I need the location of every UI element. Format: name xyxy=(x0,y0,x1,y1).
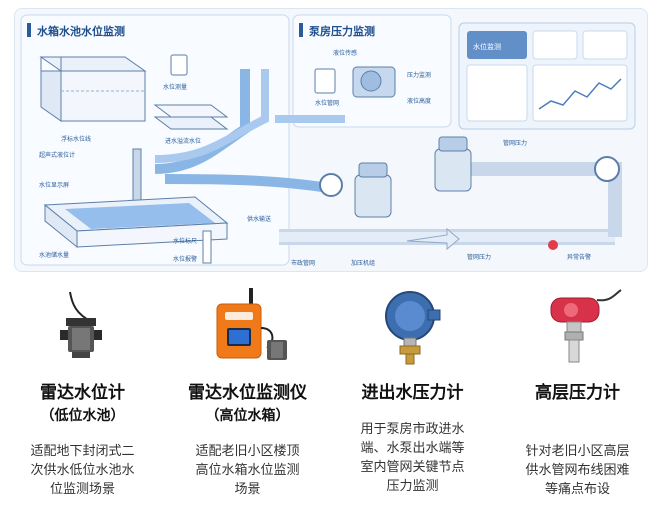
label-pressure-monitor: 压力监测 xyxy=(407,71,431,79)
desc-line: 端、水泵出水端等 xyxy=(360,441,465,456)
label-water-supply: 供水输送 xyxy=(247,215,271,223)
product-card-radar-low: 雷达水位计 （低位水池） 适配地下封闭式二 次供水低位水池水 位监测场景 xyxy=(0,282,165,525)
plate-1 xyxy=(153,104,229,118)
desc-line: 针对老旧小区高层 xyxy=(525,444,630,459)
product-description: 针对老旧小区高层 供水管网布线困难 等痛点布设 xyxy=(505,442,650,499)
system-diagram: 水箱水池水位监测 泵房压力监测 水位监测 浮标水位线 进水溢流水位 水位测量 超… xyxy=(14,8,648,272)
product-name: 雷达水位计 xyxy=(40,383,125,403)
level-scale xyxy=(202,230,212,264)
diagram-svg: 水箱水池水位监测 泵房压力监测 水位监测 浮标水位线 进水溢流水位 水位测量 超… xyxy=(20,14,636,267)
pipe-bundle-2 xyxy=(154,69,269,163)
label-inflow-level: 进水溢流水位 xyxy=(165,137,201,145)
label-tank-level: 液位高度 xyxy=(407,97,431,105)
gauge-left xyxy=(319,173,343,197)
desc-line: 等痛点布设 xyxy=(544,482,610,497)
pipe-bundle-3 xyxy=(164,174,336,194)
label-abnormal-alarm: 异常告警 xyxy=(567,253,591,261)
desc-line: 次供水低位水池水 xyxy=(30,463,135,478)
dashboard-list xyxy=(466,64,528,122)
desc-line: 适配地下封闭式二 xyxy=(30,444,135,459)
dashboard-widget-1 xyxy=(532,30,578,60)
desc-line: 供水管网布线困难 xyxy=(525,463,630,478)
product-card-pressure-gauge: 进出水压力计 用于泵房市政进水 端、水泵出水端等 室内管网关键节点 压力监测 xyxy=(330,282,495,525)
desc-line: 室内管网关键节点 xyxy=(360,460,465,475)
label-municipal-pipe: 市政管网 xyxy=(291,259,315,267)
product-subtitle: （高位水箱） xyxy=(205,408,290,424)
left-panel-title: 水箱水池水位监测 xyxy=(37,24,125,38)
dashboard-line xyxy=(538,78,622,110)
meter-icon xyxy=(170,54,188,76)
label-pipe-pressure: 管网压力 xyxy=(503,139,527,147)
desc-line: 压力监测 xyxy=(386,479,439,494)
right-pump-motor xyxy=(360,70,382,92)
desc-line: 高位水箱水位监测 xyxy=(195,463,300,478)
label-water-pipe: 水位管网 xyxy=(315,99,339,107)
pump-1 xyxy=(354,174,392,218)
product-description: 用于泵房市政进水 端、水泵出水端等 室内管网关键节点 压力监测 xyxy=(340,420,485,496)
desc-line: 场景 xyxy=(234,482,261,497)
left-title-bar xyxy=(27,23,31,37)
product-description: 适配老旧小区楼顶 高位水箱水位监测 场景 xyxy=(175,442,320,499)
product-list: 雷达水位计 （低位水池） 适配地下封闭式二 次供水低位水池水 位监测场景 雷达水… xyxy=(0,282,660,525)
dashboard-widget-2 xyxy=(582,30,628,60)
desc-line: 用于泵房市政进水 xyxy=(360,422,465,437)
right-panel-title: 泵房压力监测 xyxy=(309,24,375,38)
product-name: 雷达水位监测仪 xyxy=(188,383,307,403)
product-card-highrise-gauge: 高层压力计 针对老旧小区高层 供水管网布线困难 等痛点布设 xyxy=(495,282,660,525)
dashboard-card xyxy=(467,31,527,59)
pump-2-head xyxy=(438,136,468,152)
alarm-dot xyxy=(548,240,558,250)
product-subtitle: （低位水池） xyxy=(40,408,125,424)
label-level-display: 水位显示屏 xyxy=(39,181,69,189)
dashboard-title: 水位监测 xyxy=(473,42,501,51)
product-name: 高层压力计 xyxy=(535,383,620,403)
radar-monitor-icon xyxy=(216,288,287,360)
label-network-pressure: 管网压力 xyxy=(467,253,491,261)
pool-water xyxy=(65,203,215,229)
label-ultrasonic: 超声式液位计 xyxy=(39,151,75,159)
product-name: 进出水压力计 xyxy=(361,383,464,403)
tank-front xyxy=(60,70,146,122)
right-device-1 xyxy=(314,68,336,94)
product-description: 适配地下封闭式二 次供水低位水池水 位监测场景 xyxy=(10,442,155,499)
plate-2 xyxy=(153,116,229,130)
label-level-alarm: 水位报警 xyxy=(173,255,197,263)
flow-arrow xyxy=(406,227,460,251)
label-level-scale: 水位标尺 xyxy=(173,237,197,245)
product-card-radar-high: 雷达水位监测仪 （高位水箱） 适配老旧小区楼顶 高位水箱水位监测 场景 xyxy=(165,282,330,525)
gauge-right xyxy=(594,156,620,182)
desc-line: 位监测场景 xyxy=(49,482,115,497)
desc-line: 适配老旧小区楼顶 xyxy=(195,444,300,459)
pressure-gauge-icon xyxy=(385,291,441,365)
label-float-level: 浮标水位线 xyxy=(61,135,91,143)
highrise-gauge-icon xyxy=(550,289,622,363)
label-water-storage: 水池储水量 xyxy=(39,251,69,259)
radar-meter-icon xyxy=(60,291,102,358)
right-title-bar xyxy=(299,23,303,37)
pump-2 xyxy=(434,148,472,192)
pool-front xyxy=(76,222,228,248)
pump-1-head xyxy=(358,162,388,178)
label-water-level-meter: 水位测量 xyxy=(163,83,187,91)
label-level-sensor: 液位传感 xyxy=(333,49,357,57)
label-pump-unit: 加压机组 xyxy=(351,259,375,267)
